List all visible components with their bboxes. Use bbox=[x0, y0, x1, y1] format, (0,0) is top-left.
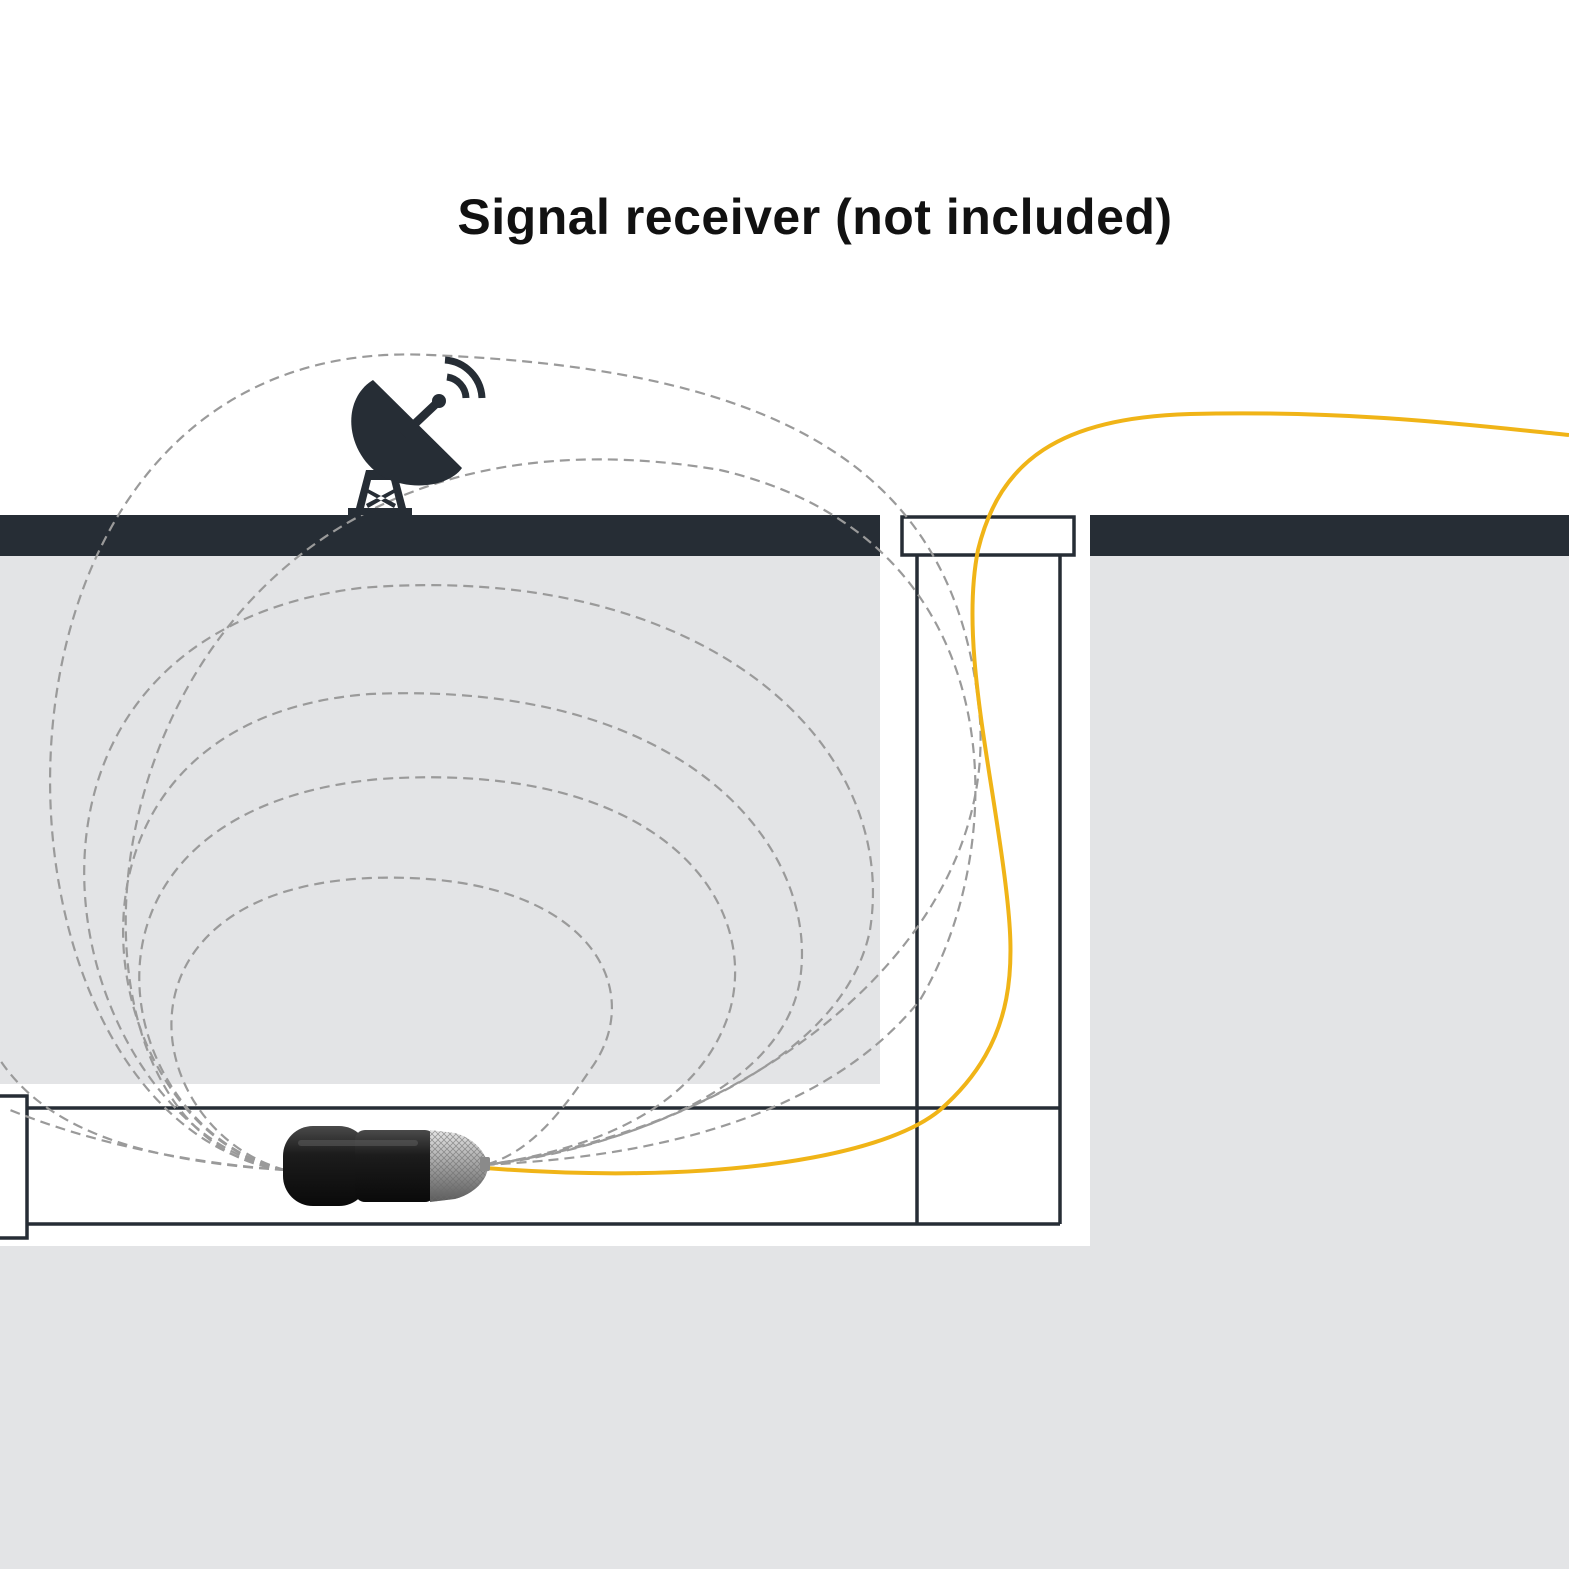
camera-tip bbox=[480, 1157, 490, 1171]
dish-signal-arc-1 bbox=[446, 373, 470, 399]
signal-wave-1 bbox=[124, 458, 977, 1172]
pipe-left-end bbox=[0, 1094, 29, 1240]
dish-feed bbox=[432, 394, 446, 408]
dish-signal-arc-2 bbox=[444, 356, 486, 399]
signal-wave-5 bbox=[138, 776, 737, 1172]
ground-surface bbox=[0, 515, 1569, 556]
ground-soil bbox=[0, 556, 1569, 1569]
signal-wave-6 bbox=[170, 876, 613, 1172]
pipe-camera-head-icon bbox=[283, 1126, 490, 1206]
dish-base bbox=[348, 508, 412, 515]
push-cable bbox=[484, 411, 1569, 1176]
camera-nose-knurl bbox=[430, 1130, 488, 1202]
surface-right bbox=[1090, 515, 1569, 556]
camera-body-highlight bbox=[298, 1140, 418, 1146]
title-area: Signal receiver (not included) bbox=[0, 0, 1569, 300]
surface-left bbox=[0, 515, 880, 556]
pipe-system bbox=[0, 515, 1076, 1240]
signal-wave-3 bbox=[83, 584, 875, 1172]
signal-wave-4 bbox=[122, 692, 804, 1172]
soil-left-upper bbox=[0, 556, 880, 1084]
soil-bottom bbox=[0, 1246, 1569, 1569]
camera-body bbox=[355, 1130, 435, 1202]
signal-wave-8 bbox=[9, 1108, 286, 1172]
diagram-title: Signal receiver (not included) bbox=[457, 189, 1173, 245]
signal-wave-2 bbox=[48, 353, 982, 1172]
satellite-dish-icon bbox=[348, 356, 486, 515]
soil-right bbox=[1090, 556, 1569, 1246]
dish-arm bbox=[400, 398, 442, 438]
signal-waves bbox=[0, 353, 982, 1172]
dish-tower-cross bbox=[366, 488, 396, 508]
signal-wave-7 bbox=[0, 1059, 286, 1172]
